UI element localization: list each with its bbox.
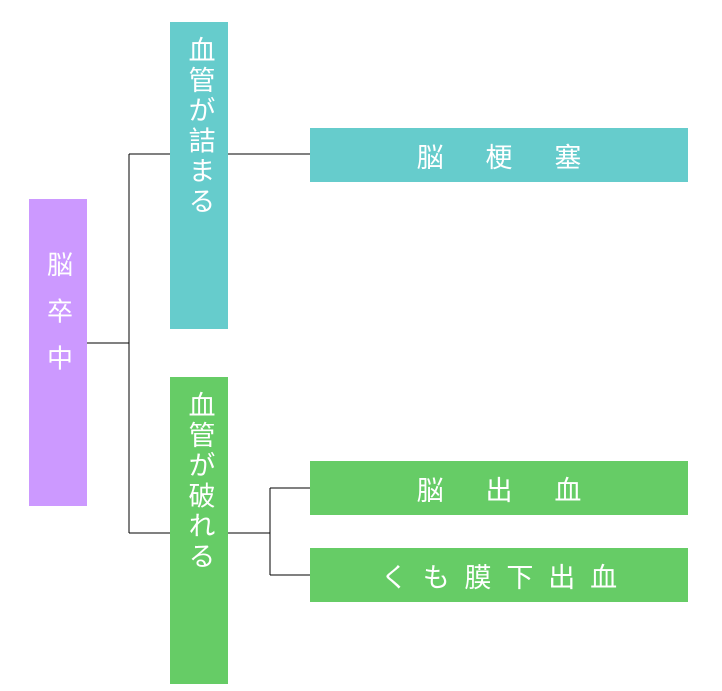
leaf-node-subarachnoid-hemorrhage-label: くも膜下出血: [380, 562, 632, 594]
leaf-node-subarachnoid-hemorrhage: くも膜下出血: [310, 548, 688, 602]
branch-node-vessel-rupture-label: 血管が破れる: [183, 391, 215, 573]
leaf-node-cerebral-infarction-label: 脳梗塞: [416, 142, 624, 174]
branch-node-vessel-clog-label: 血管が詰まる: [183, 36, 215, 218]
leaf-node-cerebral-infarction: 脳梗塞: [310, 128, 688, 182]
leaf-node-cerebral-hemorrhage: 脳出血: [310, 461, 688, 515]
branch-node-vessel-rupture: 血管が破れる: [170, 377, 228, 684]
leaf-node-cerebral-hemorrhage-label: 脳出血: [416, 475, 624, 507]
branch-node-vessel-clog: 血管が詰まる: [170, 22, 228, 329]
root-node-label: 脳卒中: [42, 251, 73, 392]
root-node-stroke: 脳卒中: [29, 199, 87, 506]
